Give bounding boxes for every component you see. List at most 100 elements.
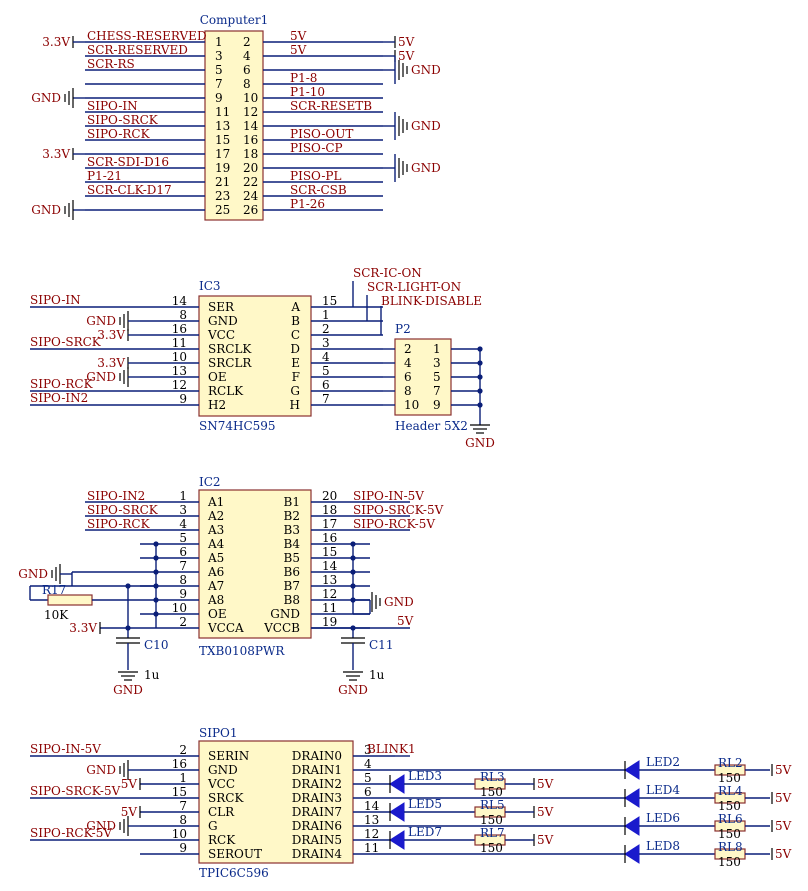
pin-number: 12 xyxy=(364,827,379,841)
net-label: SIPO-IN xyxy=(30,293,81,307)
ground-label: GND xyxy=(338,683,368,697)
pin-name: D xyxy=(290,342,300,356)
pin-name: DRAIN6 xyxy=(292,819,342,833)
power-label: 5V xyxy=(397,614,414,628)
power-label: 3.3V xyxy=(69,621,97,635)
pin-name: F xyxy=(292,370,300,384)
capacitor-value: 1u xyxy=(144,668,160,682)
pin-number: 4 xyxy=(364,757,372,771)
pin-name: DRAIN0 xyxy=(292,749,342,763)
ic-body xyxy=(198,295,312,417)
pin-number: 9 xyxy=(179,841,187,855)
junction-dot xyxy=(153,555,159,561)
pin-number: 3 xyxy=(364,743,372,757)
pin-number: 16 xyxy=(243,133,258,147)
power-label: 3.3V xyxy=(42,35,70,49)
pin-name: SER xyxy=(208,300,235,314)
pin-number: 6 xyxy=(243,63,251,77)
net-label: SCR-CSB xyxy=(290,183,347,197)
ground-label: GND xyxy=(86,314,116,328)
pin-number: 14 xyxy=(172,294,188,308)
pin-name: B3 xyxy=(284,523,300,537)
pin-name: A7 xyxy=(207,579,224,593)
power-label: 3.3V xyxy=(97,328,125,342)
pin-name: B5 xyxy=(284,551,300,565)
pin-number: 1 xyxy=(322,308,330,322)
pin-number: 8 xyxy=(179,573,187,587)
pin-number: 9 xyxy=(215,91,223,105)
capacitor-value: 1u xyxy=(369,668,385,682)
pin-number: 19 xyxy=(215,161,230,175)
ground-label: GND xyxy=(86,819,116,833)
pin-name: A5 xyxy=(207,551,224,565)
pin-name: RCLK xyxy=(208,384,244,398)
ground-label: GND xyxy=(86,763,116,777)
led-designator: LED4 xyxy=(646,783,680,797)
net-label: P1-26 xyxy=(290,197,325,211)
led-designator: LED5 xyxy=(408,797,442,811)
resistor-value: 150 xyxy=(718,771,741,785)
pin-name: DRAIN3 xyxy=(292,791,342,805)
pin-number: 5 xyxy=(215,63,223,77)
resistor-designator: RL4 xyxy=(718,784,743,798)
led-symbol xyxy=(389,830,405,850)
net-label: P1-21 xyxy=(87,169,122,183)
pin-name: B6 xyxy=(284,565,300,579)
net-label: SCR-RS xyxy=(87,57,135,71)
connector-body xyxy=(204,30,264,221)
net-label: P1-8 xyxy=(290,71,317,85)
power-label: 5V xyxy=(775,763,792,777)
pin-name: GND xyxy=(208,763,238,777)
pin-number: 6 xyxy=(404,370,412,384)
pin-number: 19 xyxy=(322,615,337,629)
ic-body xyxy=(198,489,312,639)
net-label: SIPO-IN2 xyxy=(87,489,145,503)
power-label: 5V xyxy=(398,35,415,49)
pin-number: 8 xyxy=(179,308,187,322)
pin-number: 8 xyxy=(243,77,251,91)
component-designator: IC2 xyxy=(199,475,221,489)
led-symbol xyxy=(389,774,405,794)
pin-number: 6 xyxy=(322,378,330,392)
pin-name: H xyxy=(290,398,300,412)
power-label: 5V xyxy=(775,847,792,861)
pin-name: DRAIN5 xyxy=(292,833,342,847)
power-label: 5V xyxy=(537,777,554,791)
pin-number: 3 xyxy=(215,49,223,63)
pin-name: VCC xyxy=(207,328,235,342)
capacitor-designator: C10 xyxy=(144,638,168,652)
junction-dot xyxy=(350,555,356,561)
pin-number: 26 xyxy=(243,203,258,217)
pin-number: 13 xyxy=(172,364,187,378)
component-designator: SIPO1 xyxy=(199,726,238,740)
pin-name: E xyxy=(291,356,300,370)
pin-number: 2 xyxy=(179,615,187,629)
pin-name: SRCK xyxy=(208,791,244,805)
pin-name: B2 xyxy=(284,509,300,523)
pin-number: 9 xyxy=(179,392,187,406)
ground-label: GND xyxy=(18,567,48,581)
pin-number: 1 xyxy=(215,35,223,49)
resistor-designator: RL2 xyxy=(718,756,743,770)
net-label: SCR-IC-ON xyxy=(353,266,422,280)
net-label: SIPO-RCK xyxy=(87,517,151,531)
led-designator: LED7 xyxy=(408,825,442,839)
pin-name: OE xyxy=(208,607,227,621)
pin-name: GND xyxy=(208,314,238,328)
power-label: 5V xyxy=(398,49,415,63)
pin-number: 6 xyxy=(364,785,372,799)
net-label: SIPO-RCK-5V xyxy=(30,826,112,840)
pin-number: 16 xyxy=(172,322,187,336)
pin-number: 2 xyxy=(404,342,412,356)
junction-dot xyxy=(350,569,356,575)
net-label: BLINK-DISABLE xyxy=(381,294,482,308)
pin-number: 1 xyxy=(433,342,441,356)
net-label: SIPO-SRCK xyxy=(87,503,159,517)
pin-number: 10 xyxy=(172,827,187,841)
pin-number: 13 xyxy=(215,119,230,133)
power-label: 5V xyxy=(537,805,554,819)
pin-number: 9 xyxy=(179,587,187,601)
ground-label: GND xyxy=(411,119,441,133)
resistor-value: 150 xyxy=(480,813,503,827)
part-number: SN74HC595 xyxy=(199,419,276,433)
